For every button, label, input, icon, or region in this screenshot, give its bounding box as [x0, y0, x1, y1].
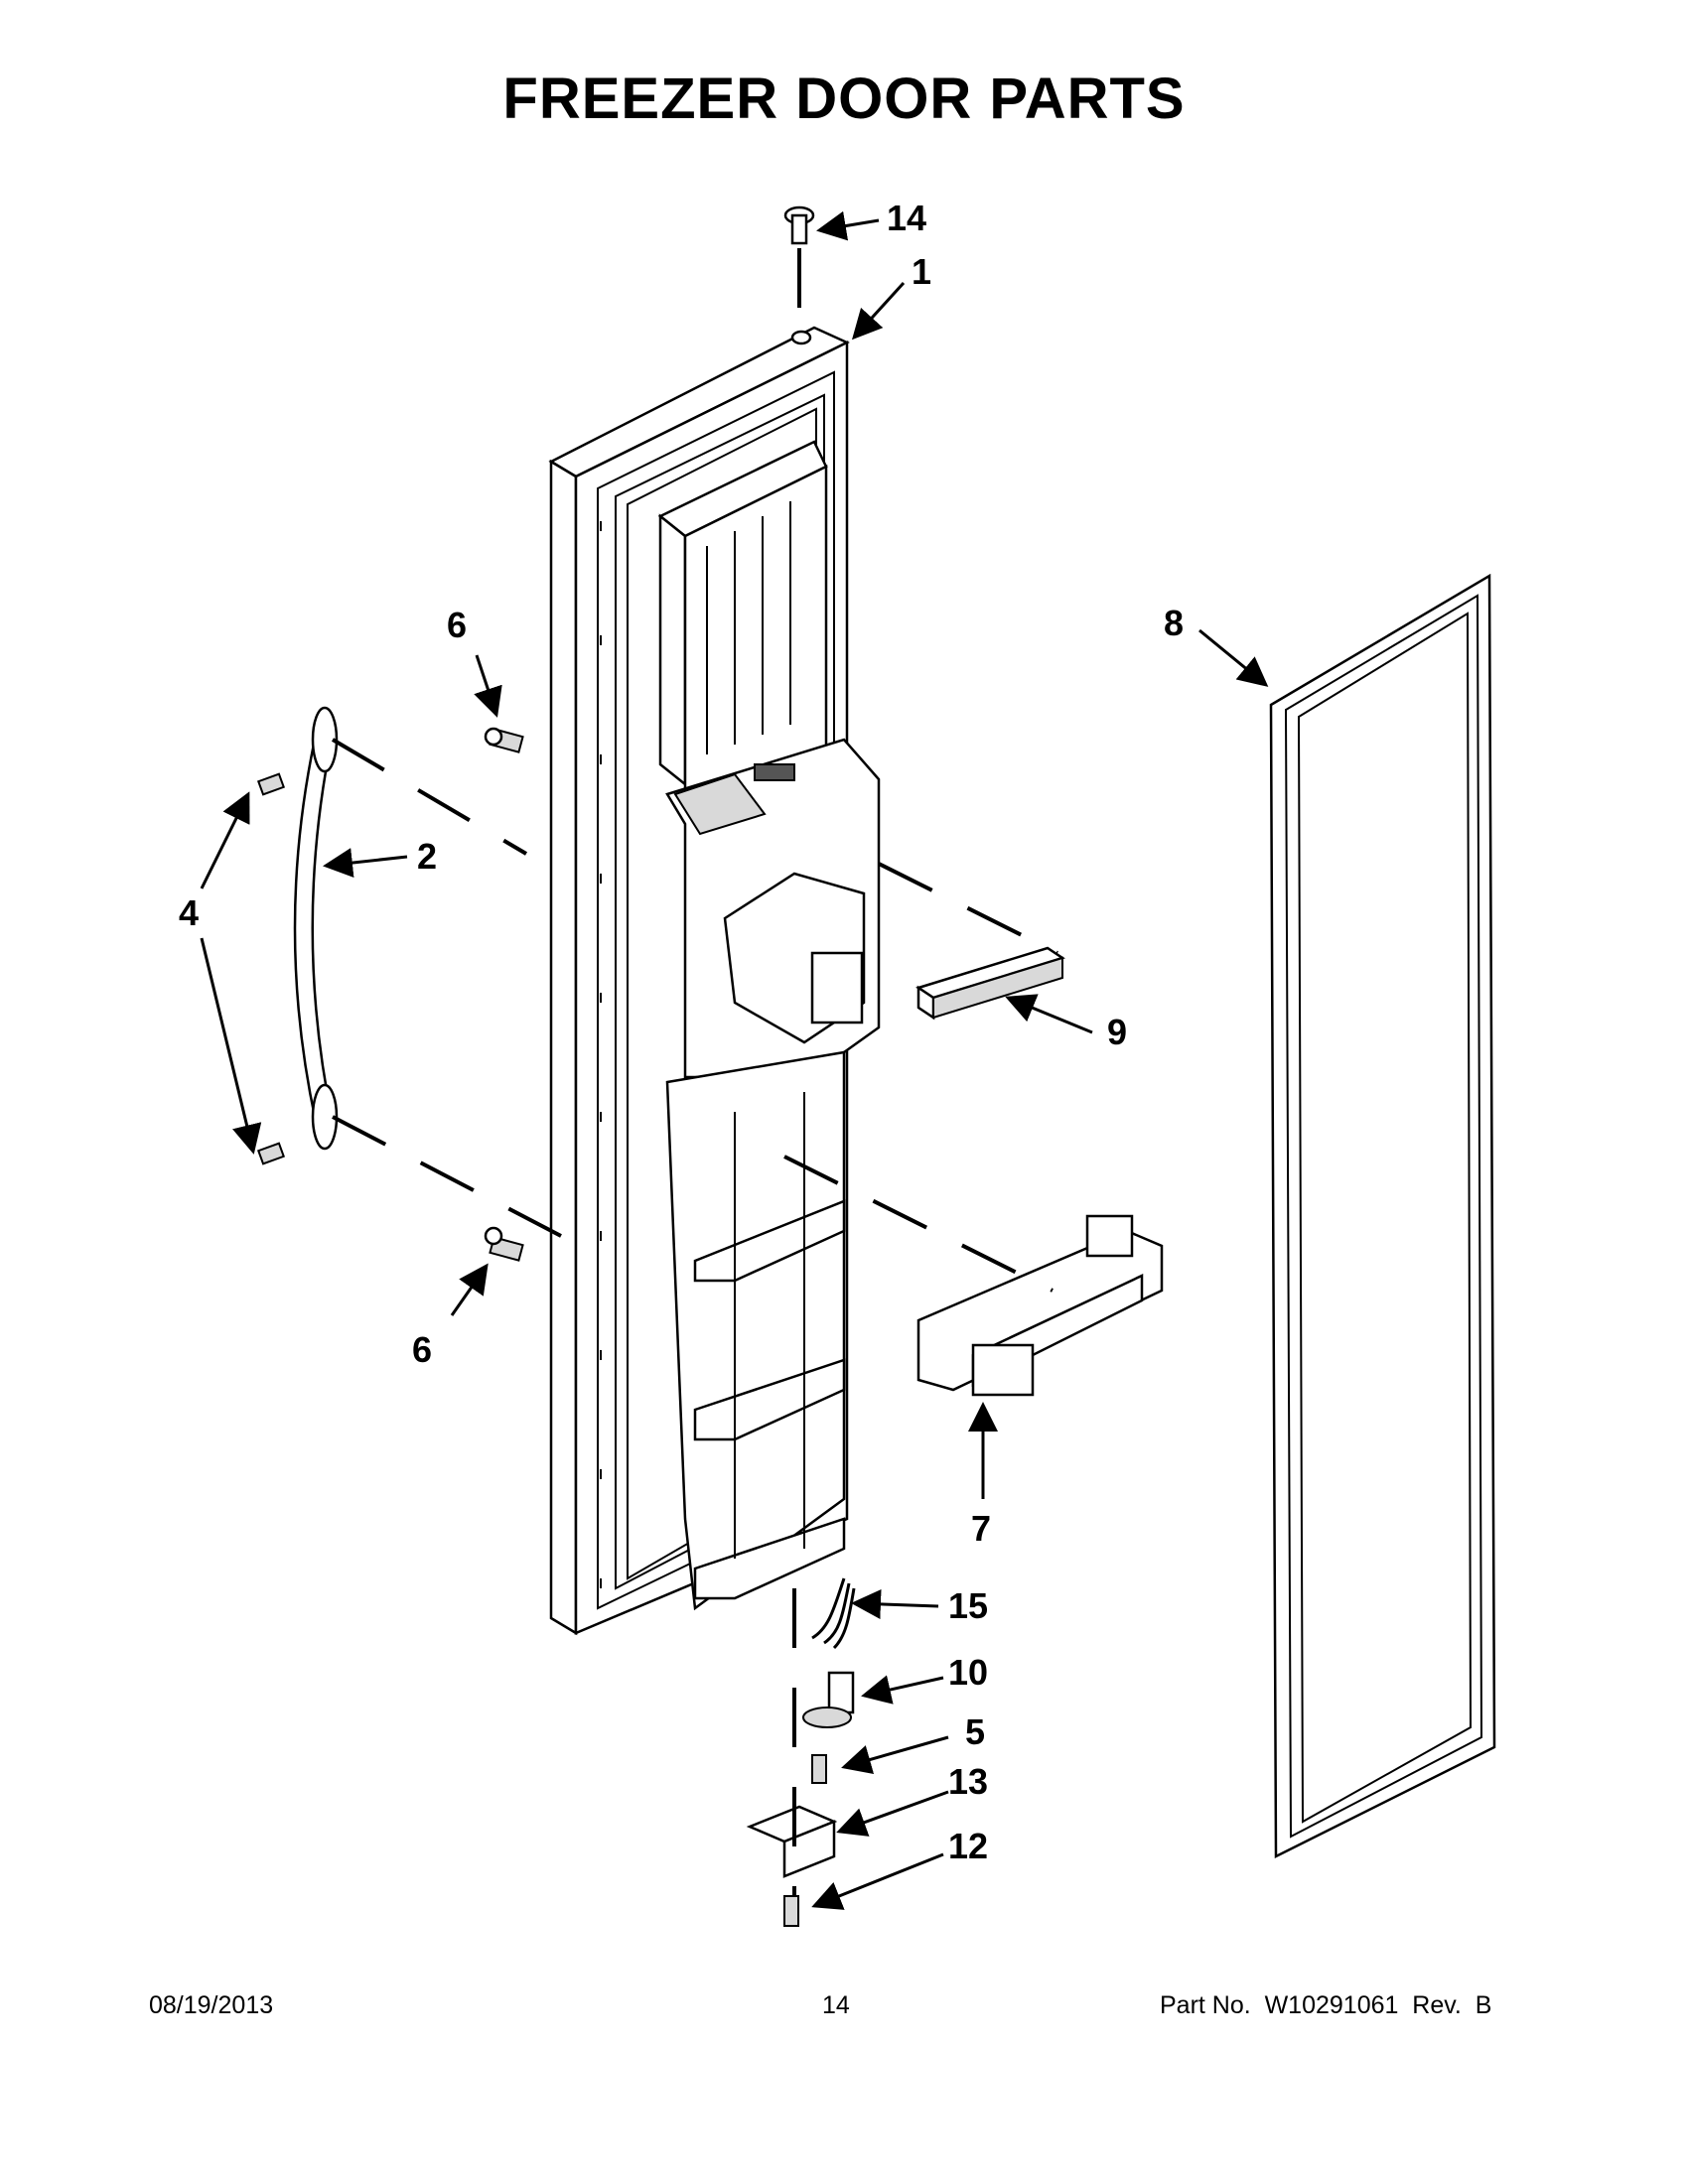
- door-bin: [916, 1214, 1164, 1397]
- callout-9: 9: [1107, 1012, 1127, 1052]
- footer-date: 08/19/2013: [149, 1991, 274, 2019]
- trim-strip: [915, 946, 1065, 1021]
- callout-7: 7: [971, 1508, 991, 1549]
- wire-harness: [811, 1577, 856, 1650]
- callout-10: 10: [948, 1652, 988, 1693]
- callout-6-bottom: 6: [412, 1329, 432, 1370]
- callout-leaders: [200, 210, 1269, 1910]
- callout-12: 12: [948, 1826, 988, 1866]
- callout-6-top: 6: [447, 605, 467, 645]
- callout-4: 4: [179, 892, 199, 933]
- hinge-assembly: [746, 205, 856, 1927]
- callout-13: 13: [948, 1761, 988, 1802]
- callout-5: 5: [965, 1711, 985, 1752]
- door-liner: [657, 440, 881, 1611]
- door-gasket: [1269, 573, 1496, 1859]
- callout-14: 14: [887, 198, 926, 238]
- handle-mounting-screws: [484, 727, 524, 1262]
- callout-1: 1: [912, 251, 931, 292]
- callout-2: 2: [417, 836, 437, 877]
- handle-screws: [256, 772, 286, 1165]
- page-title: FREEZER DOOR PARTS: [502, 67, 1186, 131]
- door-handle: [293, 706, 339, 1151]
- callout-15: 15: [948, 1585, 988, 1626]
- footer-page-number: 14: [822, 1991, 850, 2019]
- footer-part-number: Part No. W10291061 Rev. B: [1160, 1991, 1492, 2019]
- callout-labels: 14 1 6 8 2 4 9 6 7 15 10 5 13 12: [179, 198, 1184, 1866]
- assembly-guide-lines: [331, 248, 1058, 1896]
- callout-8: 8: [1164, 603, 1184, 643]
